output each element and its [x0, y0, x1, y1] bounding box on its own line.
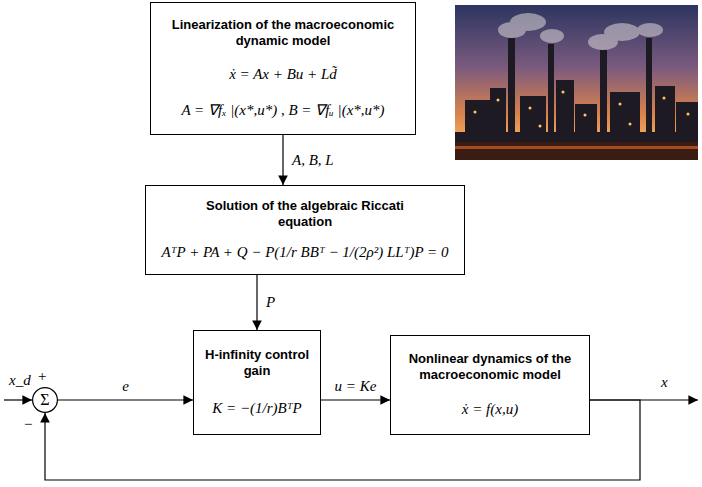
equation: A = ∇fₓ |(x*,u*) , B = ∇fᵤ |(x*,u*) — [181, 101, 384, 120]
process-box: Solution of the algebraic Riccati equati… — [145, 185, 465, 275]
equation: AᵀP + PA + Q − P(1/r BBᵀ − 1/(2ρ²) LLᵀ)P… — [162, 243, 449, 262]
connector — [321, 399, 390, 400]
box-title: Linearization of the macroeconomic dynam… — [159, 17, 407, 49]
signal-label: u = Ke — [334, 378, 378, 395]
junction-outline — [33, 388, 58, 413]
connectors — [45, 135, 640, 480]
smoke — [498, 13, 663, 50]
input-arrow — [4, 399, 32, 400]
plant-silhouette — [455, 38, 698, 142]
box-title: Solution of the algebraic Riccati equati… — [205, 198, 405, 230]
reflection — [455, 146, 698, 149]
signal-label: x — [660, 374, 669, 391]
connector — [58, 399, 193, 400]
plant-lights — [474, 91, 690, 128]
signal-label: P — [265, 294, 276, 311]
connector — [256, 275, 257, 330]
connector — [282, 135, 283, 185]
ground — [455, 142, 698, 160]
process-box: H-infinity control gain K = −(1/r)BᵀP — [193, 330, 321, 435]
plant-photo — [455, 5, 698, 160]
sky — [455, 5, 698, 160]
signal-label: x_d — [8, 372, 32, 389]
signal-label: − — [22, 416, 34, 433]
signal-label: + — [36, 368, 48, 385]
equation: ẋ = f(x,u) — [462, 400, 518, 419]
box-title: Nonlinear dynamics of the macroeconomic … — [399, 351, 581, 383]
signal-label: e — [121, 378, 130, 395]
summing-junction: Σ — [32, 387, 58, 413]
process-box: Linearization of the macroeconomic dynam… — [150, 2, 416, 135]
box-title: H-infinity control gain — [202, 347, 312, 379]
equation: ẋ = Ax + Bu + Ld̃ — [229, 65, 337, 84]
sum-symbol: Σ — [40, 392, 49, 408]
equation: K = −(1/r)BᵀP — [212, 399, 301, 418]
process-box: Nonlinear dynamics of the macroeconomic … — [390, 335, 590, 435]
signal-label: A, B, L — [291, 152, 335, 169]
